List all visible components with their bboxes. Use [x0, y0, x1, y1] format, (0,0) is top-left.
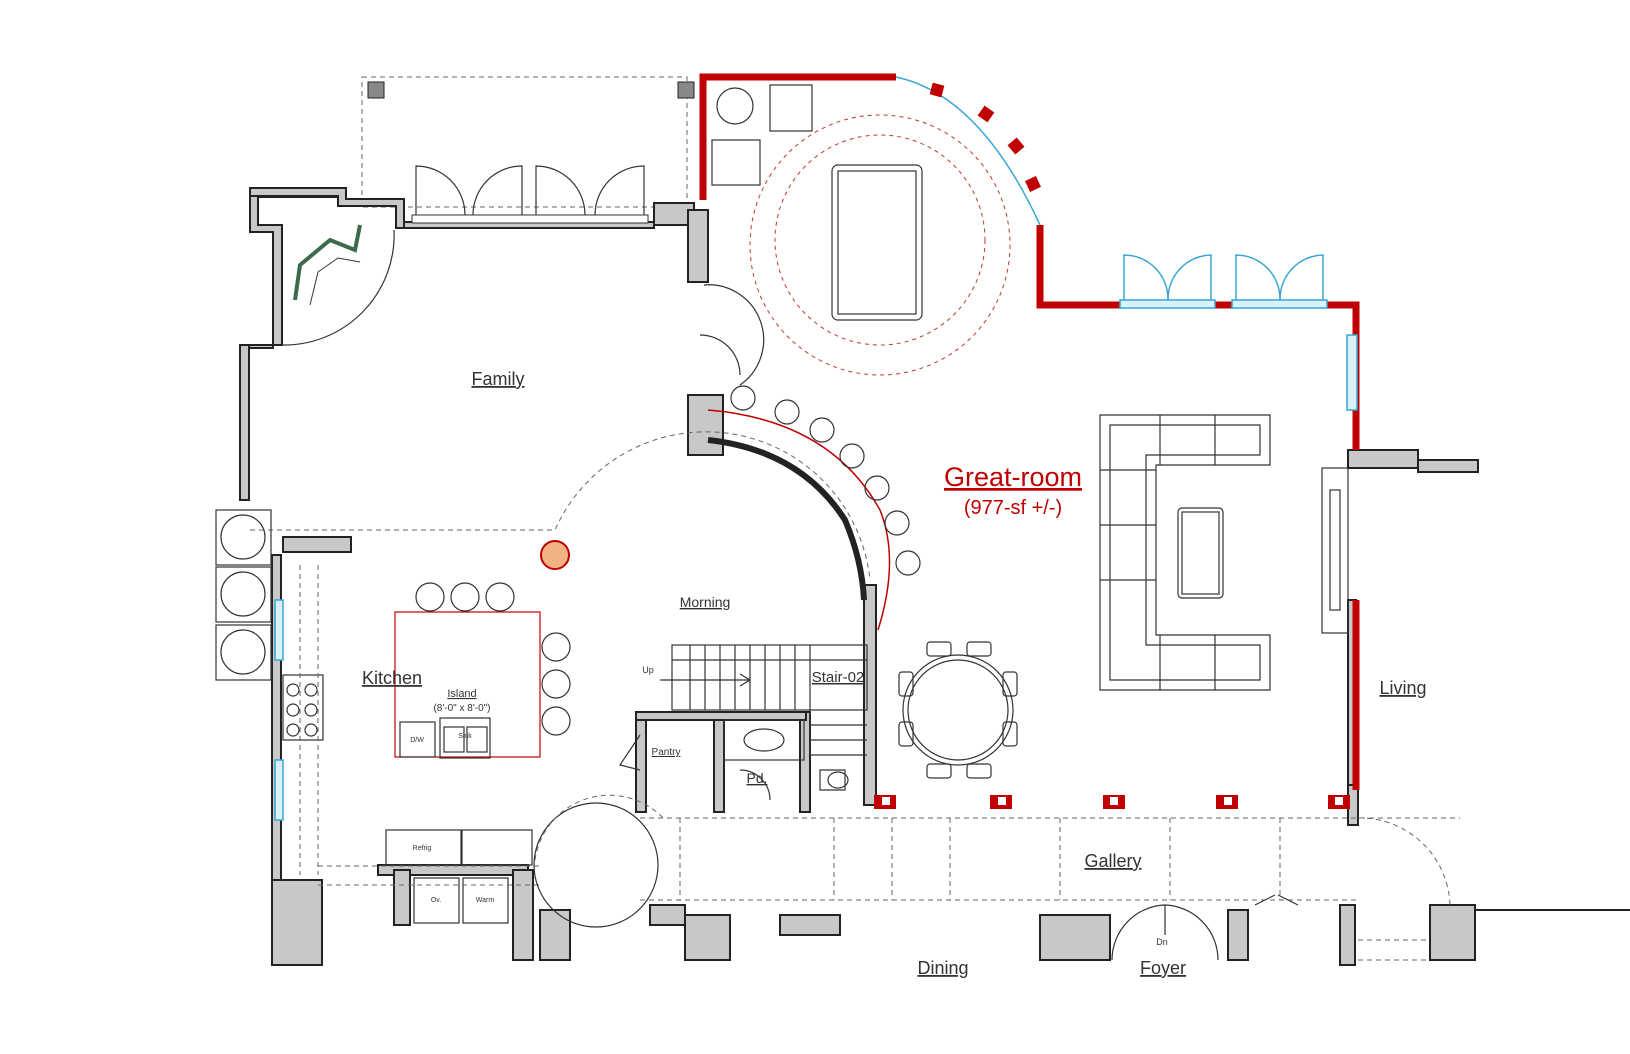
label-great-room: Great-room: [944, 462, 1082, 492]
sectional-sofa: [1099, 414, 1349, 691]
game-area: [711, 84, 1011, 376]
label-gallery: Gallery: [1084, 851, 1141, 871]
label-refrig: Refrig: [413, 845, 432, 852]
great-room-walls: [699, 73, 1360, 809]
corner-bar: [293, 224, 362, 306]
stair-core: [619, 644, 868, 801]
label-powder: Pd.: [746, 770, 767, 786]
bar-counter: [707, 385, 921, 631]
label-dw: D/W: [410, 737, 424, 744]
label-family: Family: [472, 369, 525, 389]
label-oven-1: Ov.: [431, 897, 441, 904]
covered-porch: [361, 76, 695, 208]
label-dining: Dining: [917, 958, 968, 978]
column: [540, 540, 570, 570]
label-pantry: Pantry: [652, 747, 681, 758]
dining-table: [898, 641, 1018, 779]
label-foyer: Foyer: [1140, 958, 1186, 978]
label-great-room-area: (977-sf +/-): [964, 497, 1062, 519]
family-doors: [281, 165, 765, 386]
label-living: Living: [1379, 678, 1426, 698]
label-island-size: (8'-0" x 8'-0"): [433, 703, 490, 714]
windows: [274, 254, 1358, 821]
label-down: Dn: [1156, 937, 1168, 947]
label-sink: Sink: [458, 733, 472, 740]
label-oven-2: Warm: [476, 897, 495, 904]
label-morning: Morning: [680, 594, 731, 610]
gallery-area: [533, 794, 1630, 961]
label-kitchen: Kitchen: [362, 668, 422, 688]
kitchen: [215, 509, 571, 924]
label-island: Island: [447, 688, 476, 700]
exterior-walls: [239, 187, 1479, 966]
label-stair: Stair-02: [812, 669, 865, 686]
label-up: Up: [642, 665, 654, 675]
